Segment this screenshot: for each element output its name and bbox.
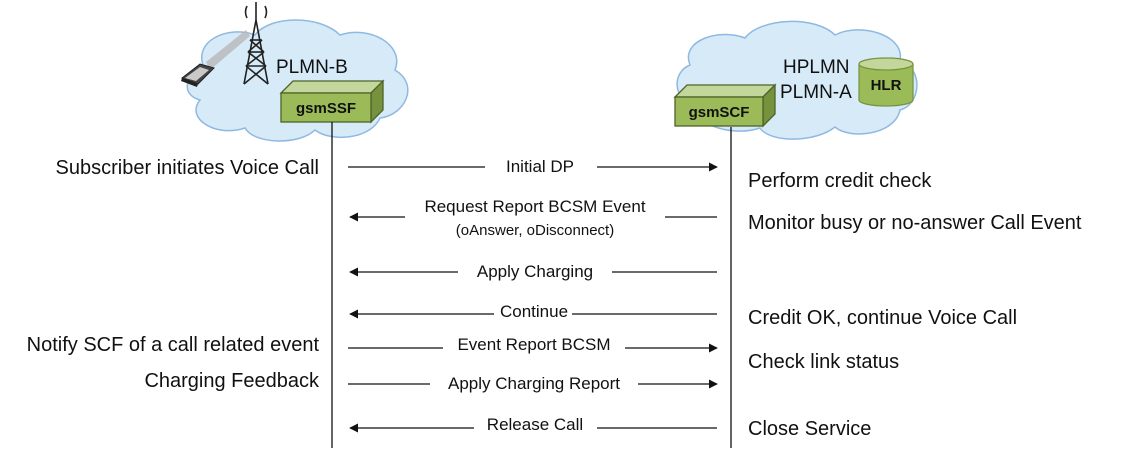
database-icon	[858, 57, 914, 107]
radio-tower-icon	[243, 2, 269, 85]
hlr-label: HLR	[871, 77, 902, 94]
message-label-continue: Continue	[500, 302, 568, 321]
gsmssf-node	[279, 79, 385, 124]
right-network-label-line1: HPLMN	[783, 57, 850, 78]
right-note-link-status: Check link status	[748, 351, 899, 373]
right-note-monitor: Monitor busy or no-answer Call Event	[748, 212, 1082, 234]
message-label-initial-dp: Initial DP	[506, 157, 574, 176]
left-note-feedback: Charging Feedback	[144, 370, 320, 392]
message-label-event-report: Event Report BCSM	[457, 335, 610, 354]
message-label-apply-charging: Apply Charging	[477, 262, 593, 281]
gsmssf-label: gsmSSF	[296, 100, 356, 117]
mobile-phone-icon	[180, 63, 215, 87]
gsmscf-node	[673, 83, 777, 128]
right-network-label-line2: PLMN-A	[780, 82, 852, 103]
signal-beam	[206, 30, 250, 70]
right-note-credit-check: Perform credit check	[748, 170, 932, 192]
message-label-rrb: Request Report BCSM Event	[424, 197, 645, 216]
left-note-notify: Notify SCF of a call related event	[27, 334, 320, 356]
left-network-label: PLMN-B	[276, 57, 348, 78]
message-sublabel-rrb: (oAnswer, oDisconnect)	[456, 222, 614, 239]
right-note-credit-ok: Credit OK, continue Voice Call	[748, 307, 1017, 329]
message-label-acr: Apply Charging Report	[448, 374, 620, 393]
message-label-release: Release Call	[487, 415, 583, 434]
gsmscf-label: gsmSCF	[689, 104, 750, 121]
left-note-initiate: Subscriber initiates Voice Call	[56, 157, 319, 179]
right-note-close: Close Service	[748, 418, 871, 440]
